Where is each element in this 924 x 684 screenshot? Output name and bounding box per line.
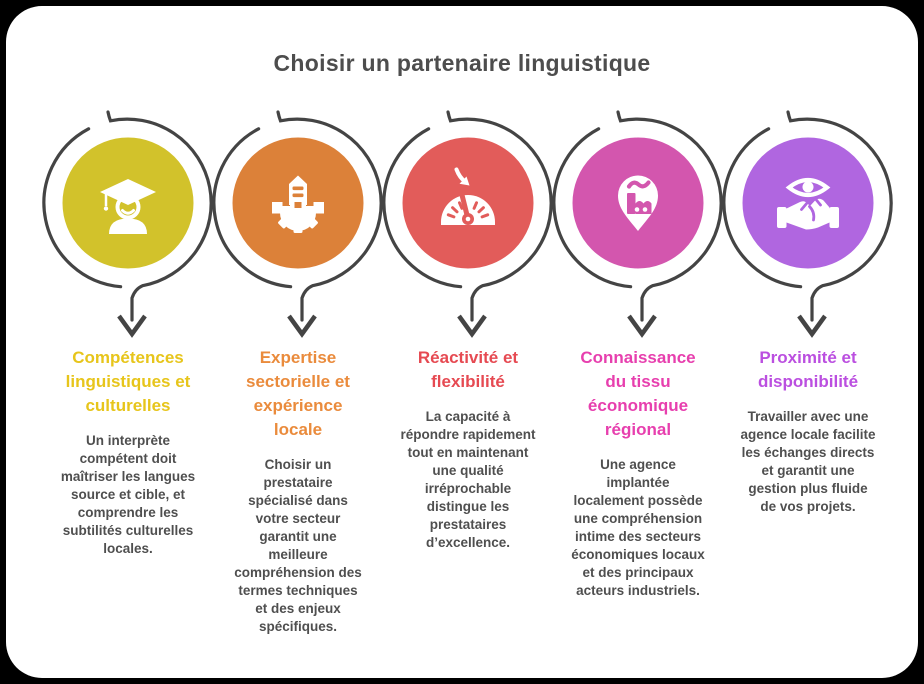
step-body: La capacité à répondre rapidement tout e… [400, 409, 536, 550]
step-circle-graphic [382, 110, 553, 338]
step-column-connaissance: Connaissance du tissu économique régiona… [552, 108, 723, 636]
eye-handshake-icon [777, 177, 839, 230]
step-column-competences: Compétences linguistiques et culturelles… [42, 108, 213, 636]
step-heading: Réactivité et flexibilité [417, 348, 519, 391]
step-heading: Compétences linguistiques et culturelles [65, 348, 191, 415]
step-body: Travailler avec une agence locale facili… [740, 409, 876, 514]
factory-pin-icon [618, 175, 658, 231]
loop-arrow [42, 110, 213, 338]
step-circle-graphic [212, 110, 383, 338]
step-heading: Connaissance du tissu économique régiona… [580, 348, 696, 439]
loop-arrow [722, 110, 893, 338]
step-circle-graphic [552, 110, 723, 338]
step-heading: Expertise sectorielle et expérience loca… [246, 348, 350, 439]
step-body: Choisir un prestataire spécialisé dans v… [234, 457, 362, 634]
loop-arrow [212, 110, 383, 338]
loop-arrow [552, 110, 723, 338]
industry-gear-icon [272, 175, 324, 233]
step-body: Un interprète compétent doit maîtriser l… [60, 433, 196, 556]
step-heading: Proximité et disponibilité [757, 348, 859, 391]
graduate-icon [100, 179, 156, 234]
step-circle-graphic [42, 110, 213, 338]
step-column-proximite: Proximité et disponibilité Travailler av… [722, 108, 893, 636]
steps-row: Compétences linguistiques et culturelles… [42, 108, 893, 636]
step-body: Une agence implantée localement possède … [571, 457, 705, 598]
step-column-reactivite: Réactivité et flexibilité La capacité à … [382, 108, 553, 636]
step-circle-graphic [722, 110, 893, 338]
step-column-expertise: Expertise sectorielle et expérience loca… [212, 108, 383, 636]
page-title: Choisir un partenaire linguistique [273, 50, 651, 76]
loop-arrow [382, 110, 553, 338]
speedometer-icon [441, 167, 495, 225]
